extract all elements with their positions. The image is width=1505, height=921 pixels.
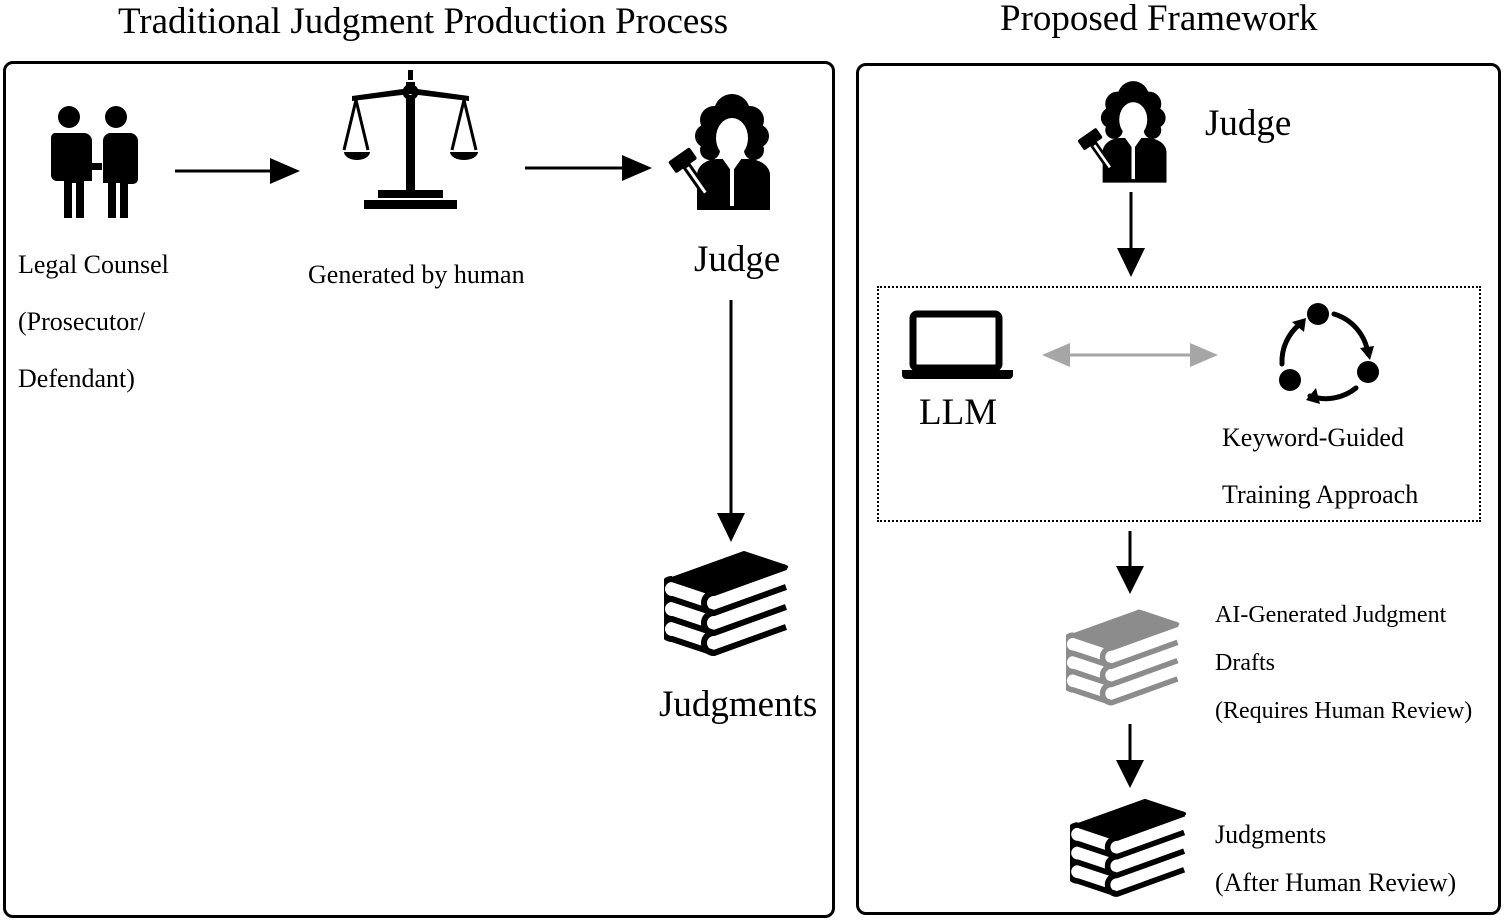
books-icon	[1070, 798, 1186, 897]
right-panel	[856, 63, 1501, 915]
final-label-line2: (After Human Review)	[1215, 868, 1457, 897]
arrow-judge-to-judgments	[717, 300, 745, 542]
arrow-judge-to-llm-box	[1117, 192, 1145, 277]
judge-icon	[668, 94, 770, 210]
counsel-label-line2: (Prosecutor/	[18, 307, 146, 336]
left-panel	[3, 61, 835, 918]
drafts-label-line3: (Requires Human Review)	[1215, 698, 1473, 724]
scales-icon	[342, 70, 478, 209]
arrow-llm-keyword-bidirectional	[1042, 343, 1218, 367]
llm-keyword-group	[877, 286, 1481, 522]
final-label-line1: Judgments	[1215, 820, 1327, 849]
generated-label: Generated by human	[308, 260, 525, 289]
judge-icon	[1077, 81, 1167, 183]
books-icon	[664, 551, 788, 656]
right-panel-title: Proposed Framework	[1000, 0, 1318, 39]
llm-label: LLM	[919, 392, 998, 433]
arrow-drafts-to-judgments	[1116, 724, 1144, 788]
arrow-scales-to-judge	[525, 155, 652, 181]
laptop-icon	[902, 310, 1013, 379]
cycle-icon	[1279, 303, 1379, 404]
judge-label: Judge	[694, 239, 781, 280]
counsel-label-line3: Defendant)	[18, 364, 135, 393]
judgments-label: Judgments	[659, 684, 818, 725]
left-panel-title: Traditional Judgment Production Process	[118, 1, 729, 42]
arrow-box-to-drafts	[1116, 531, 1144, 594]
keyword-label-line2: Training Approach	[1222, 480, 1419, 509]
counsel-label-line1: Legal Counsel	[18, 250, 169, 279]
arrow-counsel-to-scales	[175, 158, 300, 184]
keyword-label-line1: Keyword-Guided	[1222, 423, 1404, 452]
people-icon	[50, 106, 138, 218]
drafts-label-line2: Drafts	[1215, 650, 1275, 676]
right-judge-label: Judge	[1205, 103, 1292, 144]
books-icon	[1066, 609, 1180, 706]
drafts-label-line1: AI-Generated Judgment	[1215, 602, 1447, 628]
